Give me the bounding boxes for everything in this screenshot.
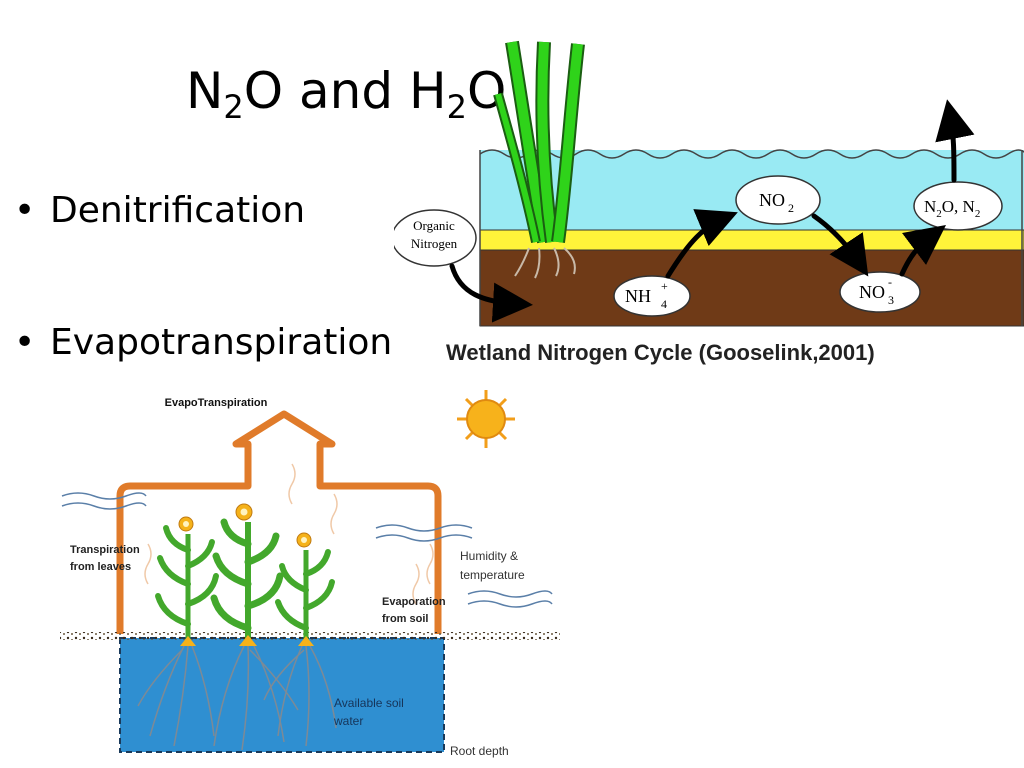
water-label: water: [333, 714, 363, 728]
n2o-label: N2O, N2: [924, 197, 980, 220]
wind-lines: [61, 492, 553, 608]
temperature-label: temperature: [460, 568, 525, 582]
no2-node: [735, 175, 821, 225]
bullet-denitrification: • Denitrification: [14, 190, 305, 231]
available-soil-label: Available soil: [334, 696, 404, 710]
sun-icon: [457, 390, 515, 448]
nh4-node: [613, 275, 691, 317]
humidity-label: Humidity &: [460, 549, 518, 563]
no3-sub: 3: [888, 293, 894, 307]
slide-title: N2O and H2O: [186, 62, 507, 126]
nitrogen-label: Nitrogen: [411, 236, 458, 251]
bullet-dot-icon: •: [14, 190, 36, 231]
nh4-label: NH: [625, 286, 651, 306]
wetland-caption: Wetland Nitrogen Cycle (Gooselink,2001): [446, 340, 875, 365]
corn-plant-icon: [155, 516, 219, 646]
no2-to-no3-arrow: [811, 213, 869, 277]
wetland-plant-icon: [493, 40, 585, 279]
from-leaves-label: from leaves: [70, 561, 131, 573]
soil-surface: [60, 632, 560, 640]
corn-plants: [155, 503, 335, 646]
soil-water-zone: [119, 637, 445, 753]
no3-label: NO: [859, 282, 885, 302]
no3-to-n2o-arrow: [899, 224, 946, 277]
plant-roots: [137, 645, 337, 751]
sediment-layer: [479, 249, 1024, 327]
no2-sub: 2: [788, 201, 794, 215]
root-depth-label: Root depth: [450, 744, 509, 758]
corn-plant-icon: [275, 532, 335, 646]
vapor-wisps: [144, 463, 434, 605]
n2o-n2-node: [913, 181, 1003, 231]
nh4-to-no2-arrow: [665, 209, 738, 279]
bullet-text: Denitrification: [50, 190, 306, 231]
nh4-sub: 4: [661, 297, 667, 311]
organic-nitrogen-node: [394, 209, 477, 267]
evapotranspiration-arrow-icon: [116, 410, 442, 634]
no2-label: NO: [759, 190, 785, 210]
bullet-text: Evapotranspiration: [50, 322, 393, 363]
evaporation-label: Evaporation: [382, 596, 446, 608]
bullet-evapotranspiration: • Evapotranspiration: [14, 322, 392, 363]
evapotranspiration-label: EvapoTranspiration: [165, 397, 268, 409]
nh4-sup: +: [661, 279, 668, 293]
no3-sup: -: [888, 275, 892, 289]
corn-plant-icon: [210, 503, 284, 646]
cycle-arrows: [449, 99, 975, 323]
bullet-dot-icon: •: [14, 322, 36, 363]
transpiration-label: Transpiration: [70, 544, 140, 556]
organic-label: Organic: [413, 218, 455, 233]
organic-to-nh4-arrow: [449, 263, 533, 323]
wetland-nitrogen-cycle-diagram: Organic Nitrogen NH + 4 NO 2 NO - 3 N2O,…: [394, 40, 1024, 327]
gas-release-arrow: [935, 99, 975, 183]
evapotranspiration-diagram: EvapoTranspiration Transpiration from le…: [60, 390, 560, 758]
from-soil-label: from soil: [382, 613, 428, 625]
no3-node: [839, 271, 921, 313]
